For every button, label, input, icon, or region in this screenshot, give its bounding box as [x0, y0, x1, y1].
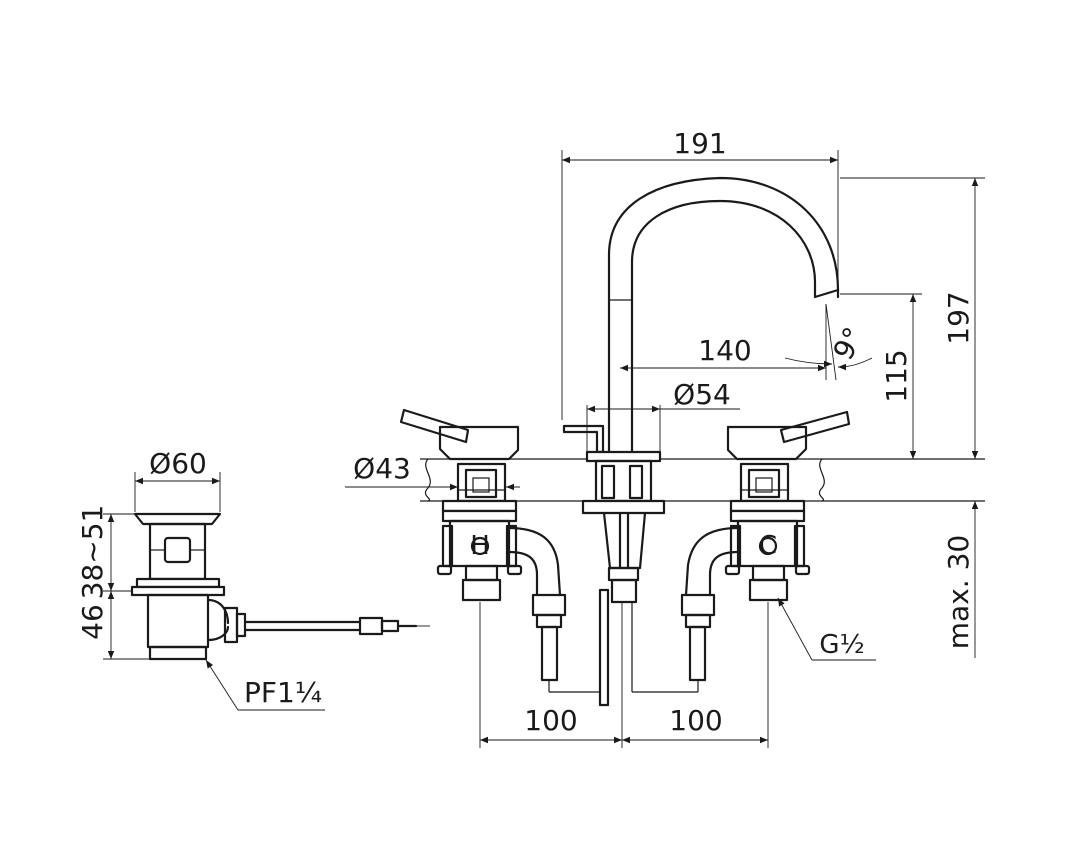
cold-valve: [724, 410, 851, 602]
dim-191-label: 191: [673, 127, 726, 160]
dim-100-left-label: 100: [524, 704, 577, 737]
dim-g-leader: [777, 597, 876, 661]
dim-43-label: Ø43: [353, 452, 411, 485]
dim-angle: [784, 303, 873, 381]
cold-hose: [631, 526, 740, 693]
hot-valve: [399, 408, 523, 602]
dim-38-51-label: 38~51: [76, 505, 109, 600]
dim-115: [840, 293, 922, 459]
dim-60-label: Ø60: [149, 447, 207, 480]
drain-assembly: [130, 512, 430, 661]
dim-54-label: Ø54: [673, 378, 731, 411]
cold-symbol: C: [759, 531, 777, 561]
dim-197-label: 197: [942, 291, 975, 344]
dim-191: [561, 150, 839, 420]
dim-115-label: 115: [880, 349, 913, 402]
dim-54: [586, 405, 740, 452]
spout: [562, 176, 840, 707]
dim-g-label: G½: [819, 630, 864, 660]
dim-max30-label: max. 30: [942, 535, 975, 649]
hot-symbol: H: [470, 531, 490, 561]
dim-140-label: 140: [698, 334, 751, 367]
dim-spacing: [479, 602, 769, 748]
dim-46-label: 46: [76, 604, 109, 640]
dim-drain-heights: [103, 513, 150, 660]
hot-hose: [507, 526, 600, 693]
dim-max30: [820, 500, 985, 658]
dim-pf-label: PF1¼: [244, 676, 322, 709]
dim-100-right-label: 100: [669, 704, 722, 737]
dim-60: [134, 472, 221, 512]
dim-pf-leader: [205, 659, 325, 711]
dim-197: [840, 177, 985, 459]
